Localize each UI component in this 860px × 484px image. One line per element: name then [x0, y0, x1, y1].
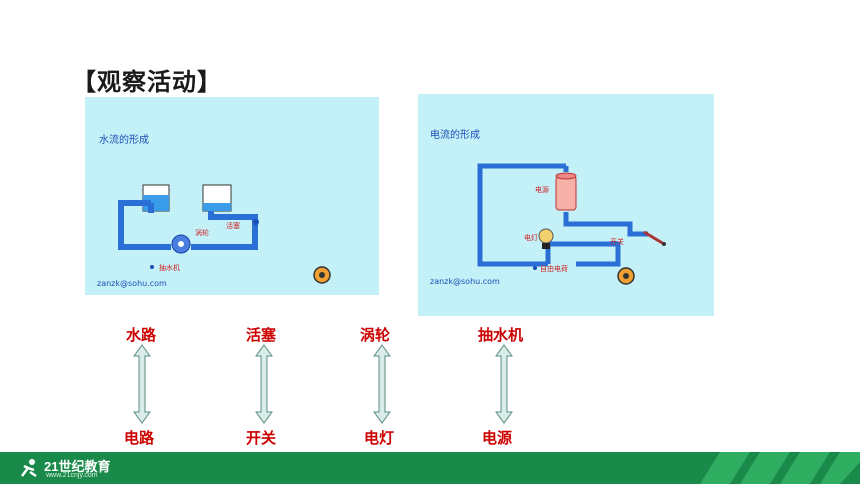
charge-label: 自由电荷 [540, 264, 568, 273]
water-heading: 水流的形成 [99, 133, 149, 146]
footer-logo: 21世纪教育 [44, 459, 111, 474]
mapping-bottom-electric-circuit: 电路 [124, 429, 155, 447]
mapping-bottom-lamp: 电灯 [364, 429, 395, 447]
water-email: zanzk@sohu.com [97, 279, 167, 288]
double-arrow-icon [255, 344, 273, 424]
mapping-bottom-source: 电源 [482, 429, 513, 447]
mapping-top-water-circuit: 水路 [126, 326, 157, 344]
lamp-label: 电灯 [524, 233, 538, 242]
double-arrow-icon [133, 344, 151, 424]
water-flow-diagram: 水流的形成 涡轮 活塞 抽水机 zanzk@sohu.com [85, 97, 379, 295]
mapping-top-piston: 活塞 [246, 326, 277, 344]
source-label: 电源 [535, 185, 549, 194]
switch-label: 开关 [610, 237, 624, 246]
mapping-top-pump: 抽水机 [478, 326, 524, 344]
turbine-label: 涡轮 [195, 228, 209, 237]
double-arrow-icon [495, 344, 513, 424]
mapping-top-turbine: 涡轮 [360, 326, 391, 344]
electric-heading: 电流的形成 [430, 128, 480, 141]
pump-label: 抽水机 [159, 263, 180, 272]
double-arrow-icon [373, 344, 391, 424]
footer-stripes [700, 452, 860, 484]
runner-logo-icon [21, 459, 37, 478]
footer-logo-sub: www.21cnjy.com [46, 472, 98, 479]
footer-bar: 21世纪教育 www.21cnjy.com [0, 452, 860, 484]
electric-flow-diagram: 电流的形成 电源 电灯 开关 自由电荷 zanzk@sohu.com [418, 94, 714, 316]
electric-email: zanzk@sohu.com [430, 277, 500, 286]
page-title: 【观察活动】 [72, 68, 222, 96]
mapping-bottom-switch: 开关 [246, 429, 277, 447]
piston-label: 活塞 [226, 221, 240, 230]
